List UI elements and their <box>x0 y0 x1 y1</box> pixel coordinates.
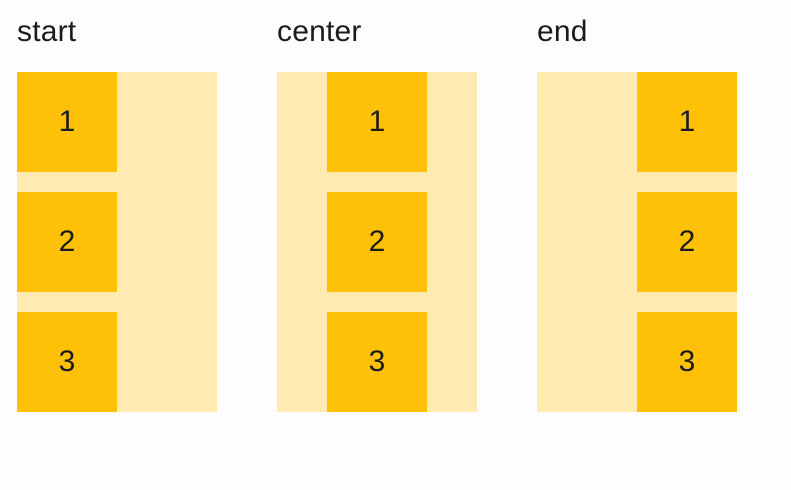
group-label-center: center <box>277 15 362 48</box>
flex-item: 3 <box>327 312 427 412</box>
flex-item: 1 <box>637 72 737 172</box>
group-label-start: start <box>17 15 77 48</box>
group-label-end: end <box>537 15 588 48</box>
flex-item: 2 <box>327 192 427 292</box>
flex-item: 1 <box>327 72 427 172</box>
flex-container-start: 1 2 3 <box>17 72 217 412</box>
flex-item: 2 <box>17 192 117 292</box>
group-end: end 1 2 3 <box>537 12 737 412</box>
flex-item: 3 <box>637 312 737 412</box>
flex-alignment-demo: start 1 2 3 center 1 2 3 end 1 2 3 <box>17 12 737 412</box>
group-start: start 1 2 3 <box>17 12 217 412</box>
flex-item: 3 <box>17 312 117 412</box>
flex-item: 1 <box>17 72 117 172</box>
flex-item: 2 <box>637 192 737 292</box>
flex-container-center: 1 2 3 <box>277 72 477 412</box>
flex-container-end: 1 2 3 <box>537 72 737 412</box>
group-center: center 1 2 3 <box>277 12 477 412</box>
